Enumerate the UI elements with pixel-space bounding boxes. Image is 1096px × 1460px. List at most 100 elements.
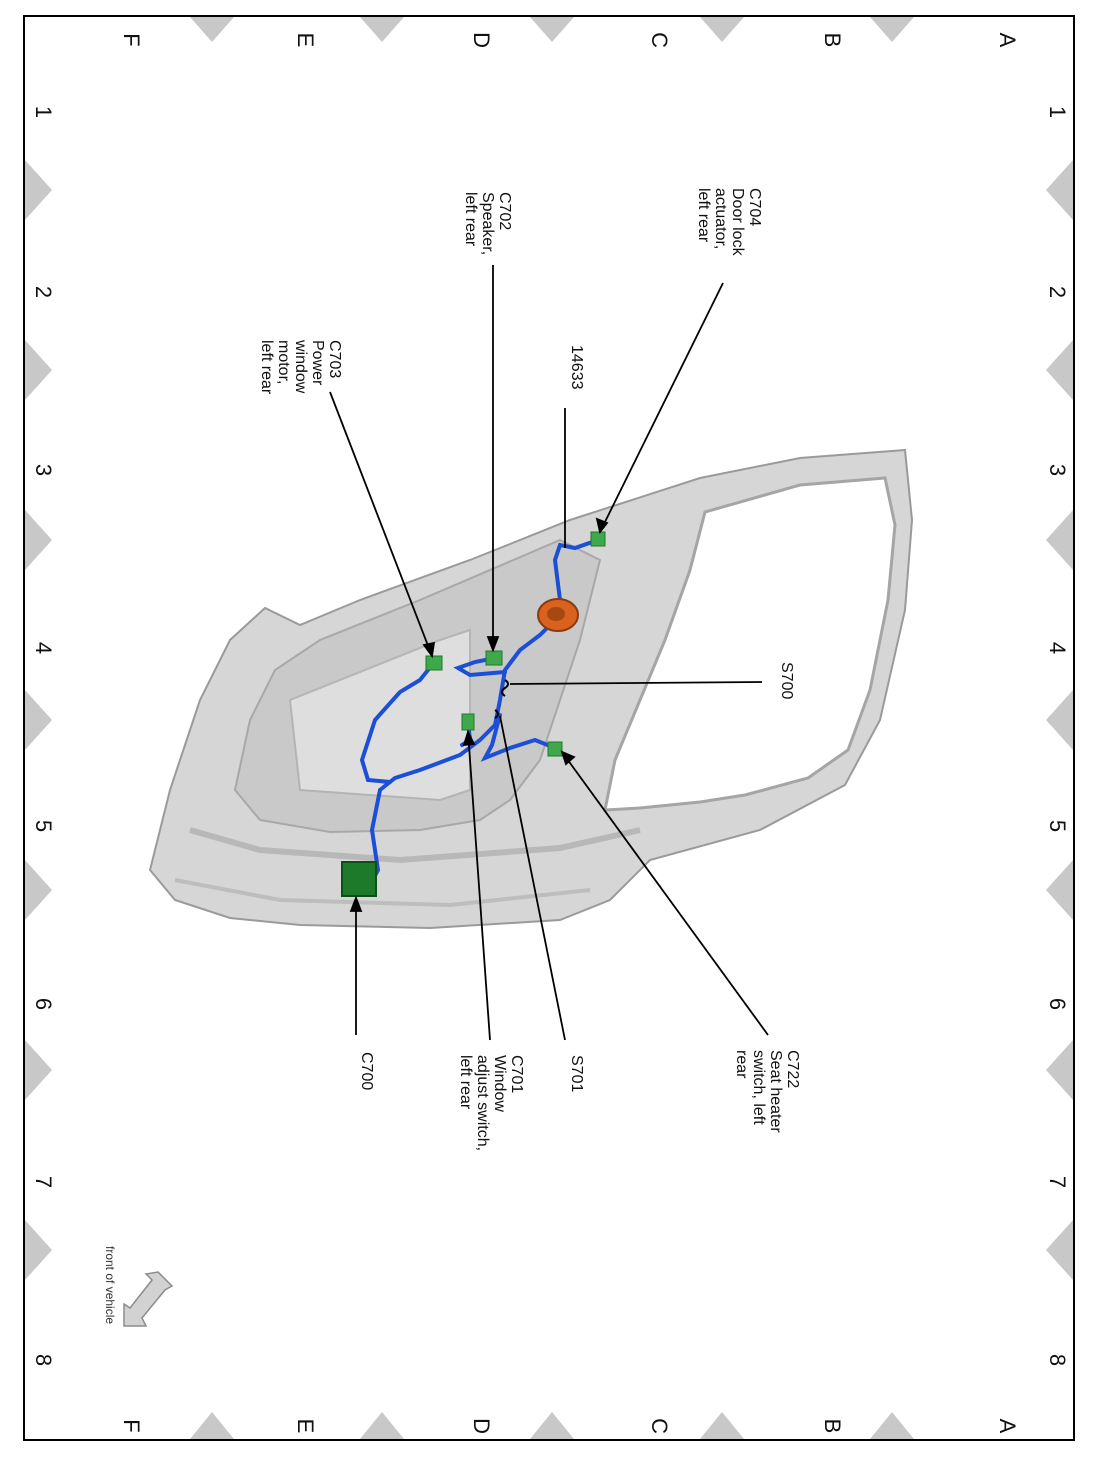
connector-c701 (461, 713, 475, 731)
grid-column-label: 2 (1045, 286, 1070, 298)
front-of-vehicle-indicator: front of vehicle (103, 1246, 174, 1327)
callout-line: Door lock (729, 188, 746, 257)
leader-c701 (467, 731, 491, 1041)
callout-line: left rear (462, 192, 479, 247)
callout-line: C700 (358, 1052, 375, 1090)
grid-row-label: D (469, 1418, 494, 1434)
front-arrow-icon (123, 1271, 174, 1327)
callout-line: C704 (746, 188, 763, 226)
callout-line: Power (309, 340, 326, 386)
grid-column-label: 6 (1045, 998, 1070, 1010)
grid-column-label: 5 (1045, 820, 1070, 832)
grid-column-label: 8 (31, 1354, 56, 1366)
callout-line: C722 (784, 1050, 801, 1088)
leader-lines (329, 265, 769, 1041)
leader-c722 (561, 751, 769, 1036)
callout-line: left rear (457, 1055, 474, 1110)
grid-column-label: 8 (1045, 1354, 1070, 1366)
arrowhead-c701 (462, 729, 476, 747)
grid-row-label: A (995, 33, 1020, 48)
callout-line: motor, (275, 340, 292, 384)
grid-column-label: 1 (1045, 106, 1070, 118)
connector-c700 (341, 861, 377, 897)
callout-c701: C701 Window adjust switch, left rear (457, 1055, 525, 1151)
connector-c702 (485, 650, 503, 666)
callout-c700: C700 (358, 1052, 375, 1090)
callout-s700: S700 (778, 662, 795, 699)
grid-column-label: 7 (1045, 1176, 1070, 1188)
connector-c703 (425, 655, 443, 671)
grommet (537, 598, 579, 632)
grid-row-label: B (820, 33, 845, 48)
grid-column-label: 7 (31, 1176, 56, 1188)
connectors (341, 531, 606, 897)
callout-line: actuator, (712, 188, 729, 249)
callout-c702: C702 Speaker, left rear (462, 192, 513, 255)
connector-c704 (590, 531, 606, 547)
grid-markers (25, 17, 1073, 1439)
callout-line: switch, left (750, 1050, 767, 1125)
grid-row-label: B (820, 1419, 845, 1434)
callout-14633: 14633 (568, 345, 585, 390)
grid-column-label: 3 (1045, 464, 1070, 476)
callout-c704: C704 Door lock actuator, left rear (695, 188, 763, 257)
grid-row-label: F (119, 1419, 144, 1432)
harness-branch-window-motor (359, 663, 434, 784)
grid-row-labels-bottom: A B C D E F (119, 1418, 1020, 1434)
armrest-ridge (189, 827, 641, 864)
grid-column-label: 6 (31, 998, 56, 1010)
grid-row-label: C (647, 32, 672, 48)
callout-line: C703 (326, 340, 343, 378)
callout-line: rear (733, 1050, 750, 1079)
callout-c703: C703 Power window motor, left rear (258, 339, 343, 395)
arrowhead-c704 (595, 517, 609, 535)
callout-line: S701 (568, 1055, 585, 1092)
arrowhead-c722 (560, 750, 576, 766)
leader-s701 (499, 715, 566, 1041)
callout-line: Speaker, (479, 192, 496, 255)
leader-c703 (329, 391, 433, 657)
callout-line: adjust switch, (474, 1055, 491, 1151)
callout-line: C701 (508, 1055, 525, 1093)
grid-column-label: 4 (1045, 642, 1070, 654)
grid-column-label: 4 (31, 642, 56, 654)
callout-line: left rear (695, 188, 712, 243)
callout-line: C702 (496, 192, 513, 230)
callout-line: Seat heater (767, 1050, 784, 1133)
grid-row-label: C (647, 1418, 672, 1434)
grid-column-label: 5 (31, 820, 56, 832)
grid-column-label: 2 (31, 286, 56, 298)
grid-row-label: D (469, 32, 494, 48)
grid-column-labels-left: 1 2 3 4 5 6 7 8 (31, 106, 56, 1366)
grid-column-label: 1 (31, 106, 56, 118)
grid-row-labels-top: A B C D E F (119, 32, 1020, 48)
grid-row-label: E (293, 33, 318, 48)
callout-line: left rear (258, 340, 275, 395)
harness-branch-speaker (453, 656, 507, 678)
callout-line: 14633 (568, 345, 585, 390)
grid-row-label: F (119, 33, 144, 46)
harness-branch-seat-heater (480, 713, 557, 762)
splice-s701 (494, 709, 499, 719)
arrowhead-c700 (349, 895, 363, 912)
arrowhead-c703 (422, 641, 436, 659)
callout-line: Window (491, 1055, 508, 1112)
grommet-inner (547, 607, 565, 621)
grid-row-label: A (995, 1419, 1020, 1434)
front-of-vehicle-label: front of vehicle (103, 1246, 117, 1324)
grid-row-label: E (293, 1419, 318, 1434)
callout-c722: C722 Seat heater switch, left rear (733, 1050, 801, 1133)
callout-s701: S701 (568, 1055, 585, 1092)
leader-c704 (599, 282, 724, 533)
connector-c722 (547, 741, 563, 757)
callout-line: window (292, 339, 309, 394)
lower-ridge (174, 878, 591, 908)
grid-column-label: 3 (31, 464, 56, 476)
grid-column-labels-right: 1 2 3 4 5 6 7 8 (1045, 106, 1070, 1366)
callout-line: S700 (778, 662, 795, 699)
splice-s700 (501, 679, 509, 697)
arrowhead-c702 (486, 636, 500, 653)
window-opening (603, 476, 897, 812)
leader-s700 (509, 681, 763, 685)
